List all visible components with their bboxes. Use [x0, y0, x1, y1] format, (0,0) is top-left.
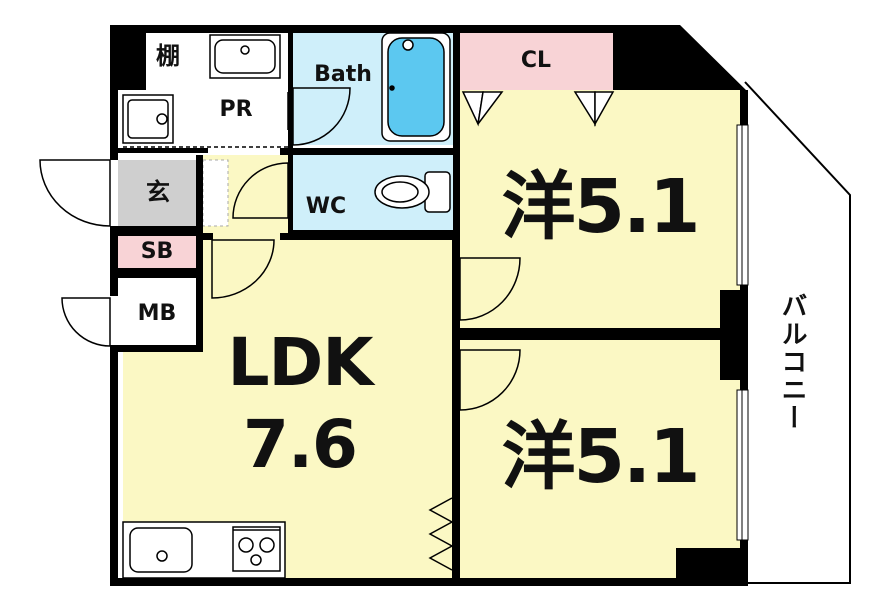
bath-door-swing	[292, 87, 351, 146]
bedroom-lower-label: 洋5.1	[501, 414, 700, 500]
walls	[110, 25, 748, 586]
gas-stove-icon	[232, 526, 281, 572]
toilet-icon	[374, 171, 451, 213]
powder-room-label: PR	[219, 97, 253, 122]
meter-box-label: MB	[137, 301, 177, 326]
mb-door-swing	[61, 297, 111, 347]
bedroom-upper-door-swing	[459, 257, 521, 321]
balcony-area	[744, 81, 851, 584]
bathtub-icon	[381, 32, 451, 142]
doors	[39, 87, 521, 411]
bedroom-upper-label: 洋5.1	[501, 164, 700, 250]
entrance-label: 玄	[146, 178, 170, 206]
bedroom-upper-floor	[460, 33, 740, 328]
ldk-size-label: 7.6	[243, 406, 358, 483]
closet-label: CL	[520, 48, 552, 73]
shoe-box-floor	[118, 236, 198, 268]
washing-machine-pan-icon	[122, 94, 174, 144]
toilet-label: WC	[305, 194, 347, 219]
meter-box-floor	[118, 278, 196, 348]
wc-door-swing	[232, 162, 289, 219]
fixtures	[122, 32, 451, 579]
balcony-label: バルコニー	[777, 292, 807, 432]
sliding-window-icon	[736, 124, 749, 541]
folding-door-icon	[428, 91, 615, 571]
sink-icon	[209, 34, 281, 79]
kitchen-sink-icon	[129, 527, 193, 573]
closet-floor	[460, 33, 613, 90]
bedroom-lower-door-swing	[459, 349, 521, 411]
entry-door-swing	[39, 159, 111, 227]
ldk-door-swing	[211, 239, 275, 299]
shoe-box-label: SB	[140, 239, 174, 264]
ldk-name-label: LDK	[227, 324, 374, 401]
entrance-floor	[118, 160, 196, 226]
ldk-floor	[123, 240, 452, 578]
bath-label: Bath	[314, 62, 372, 87]
shelf-label: 棚	[156, 42, 180, 70]
